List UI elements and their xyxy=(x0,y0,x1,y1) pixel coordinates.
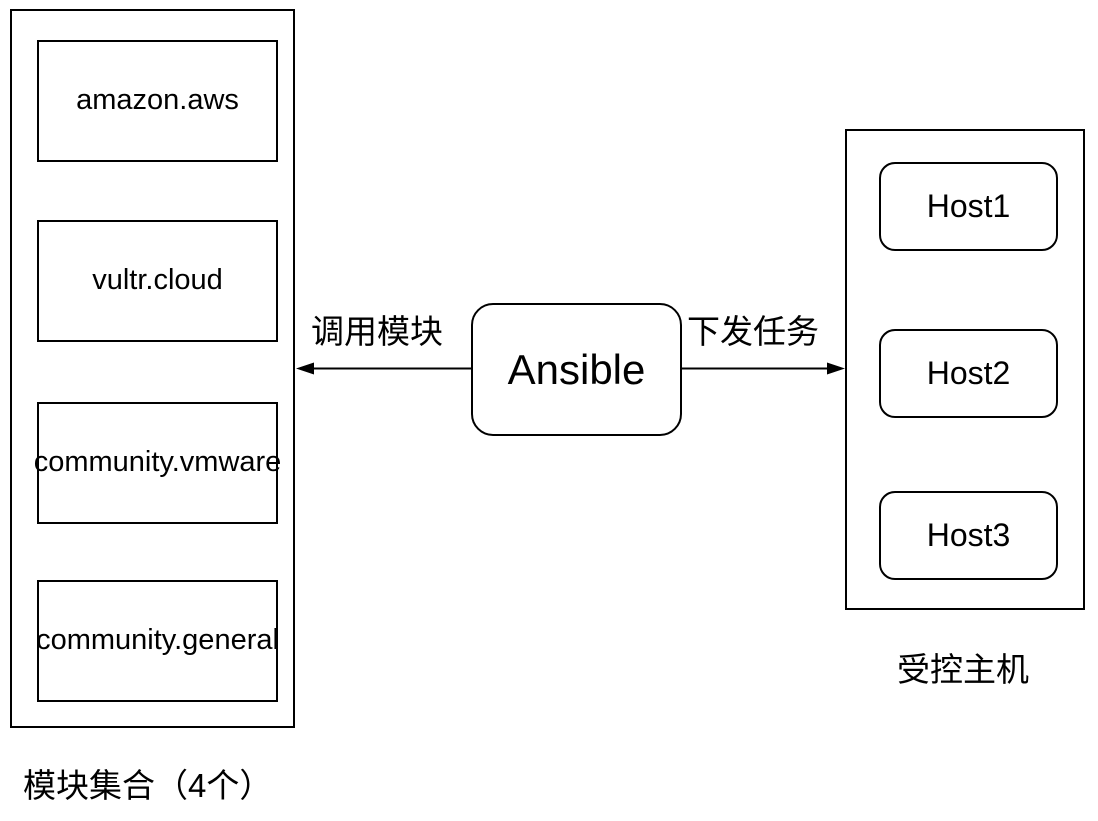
call-modules-arrow xyxy=(296,362,471,375)
module-label: community.general xyxy=(36,624,279,657)
module-label: amazon.aws xyxy=(76,84,239,117)
host-box-1: Host1 xyxy=(879,162,1058,251)
module-box-vultr-cloud: vultr.cloud xyxy=(37,220,278,342)
host-box-2: Host2 xyxy=(879,329,1058,418)
module-label: community.vmware xyxy=(33,446,282,479)
modules-container: amazon.aws vultr.cloud community.vmware … xyxy=(10,9,295,728)
module-label: vultr.cloud xyxy=(92,264,223,297)
module-box-community-vmware: community.vmware xyxy=(34,402,281,524)
call-modules-label: 调用模块 xyxy=(311,313,443,350)
hosts-container: Host1 Host2 Host3 xyxy=(845,129,1085,610)
left-arrowhead-icon xyxy=(296,362,314,375)
hosts-caption: 受控主机 xyxy=(897,651,1029,688)
ansible-node: Ansible xyxy=(471,303,682,436)
right-arrowhead-icon xyxy=(827,362,845,375)
modules-caption: 模块集合（4个） xyxy=(23,767,273,804)
host-label: Host3 xyxy=(926,517,1011,553)
module-box-amazon-aws: amazon.aws xyxy=(37,40,278,162)
ansible-label: Ansible xyxy=(507,345,646,393)
host-label: Host1 xyxy=(926,188,1011,224)
dispatch-tasks-arrow xyxy=(682,362,845,375)
dispatch-tasks-label: 下发任务 xyxy=(687,313,819,350)
module-box-community-general: community.general xyxy=(36,580,279,702)
host-box-3: Host3 xyxy=(879,491,1058,580)
host-label: Host2 xyxy=(926,355,1011,391)
